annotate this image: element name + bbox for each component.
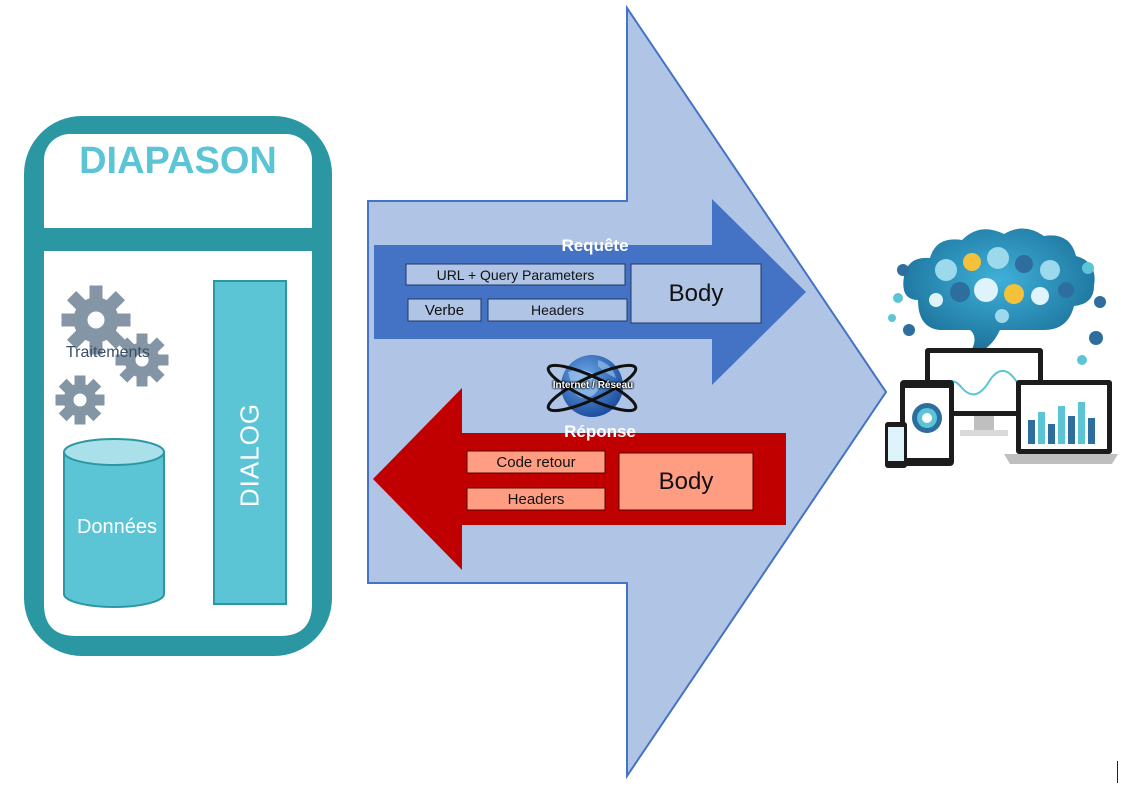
network-label: Internet / Réseau (552, 380, 634, 391)
response-code-box (466, 450, 606, 474)
response-body-box (618, 452, 754, 511)
text-cursor (1117, 761, 1118, 783)
response-arrow (373, 388, 786, 570)
response-headers-label: Headers (507, 490, 565, 508)
request-verb-label: Verbe (424, 301, 465, 319)
request-headers-box (487, 298, 628, 322)
dialog-label: DIALOG (234, 402, 265, 508)
response-code-label: Code retour (496, 453, 576, 471)
request-body-box (630, 263, 762, 324)
transport-arrow (367, 4, 888, 780)
request-verb-box (407, 298, 482, 322)
request-body-label: Body (668, 279, 724, 307)
data-label: Données (76, 516, 158, 538)
server-block (24, 116, 332, 656)
response-title: Réponse (564, 422, 636, 441)
request-arrow (374, 199, 806, 385)
server-title-panel-bottom (44, 200, 312, 228)
request-headers-label: Headers (531, 302, 584, 318)
response-body-label: Body (658, 467, 714, 495)
client-devices-illustration (885, 228, 1118, 468)
globe-icon (546, 355, 638, 417)
dialog-bar (213, 280, 287, 605)
response-headers-box (466, 487, 606, 511)
server-title: DIAPASON (79, 140, 277, 182)
request-url-label: URL + Query Parameters (436, 266, 595, 283)
gear-icon (55, 285, 169, 425)
database-icon (63, 438, 165, 608)
request-title: Requête (561, 236, 629, 255)
request-url-box (405, 263, 626, 286)
processing-label: Traitements (66, 344, 150, 361)
